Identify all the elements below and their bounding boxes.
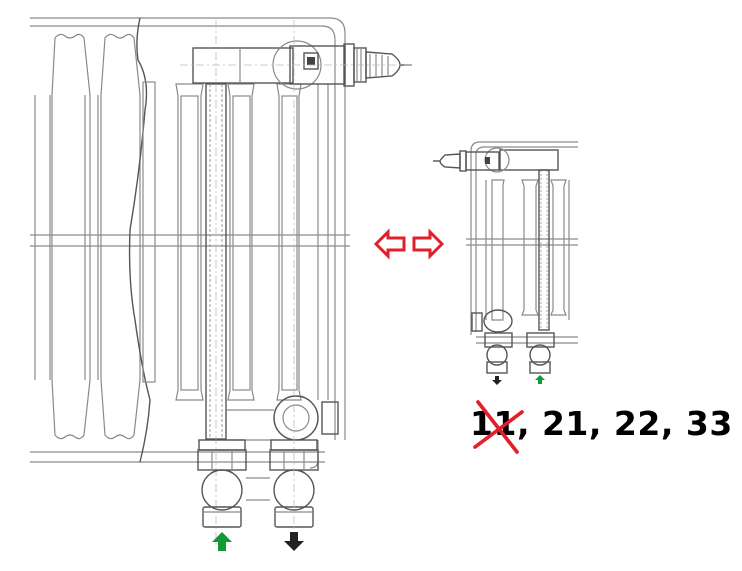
large-radiator bbox=[30, 17, 412, 551]
small-outlet-arrow-down-icon bbox=[492, 376, 502, 385]
swap-arrows bbox=[373, 228, 445, 260]
riser-pipe bbox=[205, 20, 227, 545]
inlet-arrow-up-icon bbox=[212, 532, 232, 551]
supported-types: , 21, 22, 33 bbox=[516, 404, 733, 443]
radiator-columns bbox=[175, 83, 329, 401]
bottom-valve-block bbox=[197, 20, 319, 545]
struck-type: 11 bbox=[470, 404, 517, 443]
arrow-right-icon bbox=[412, 228, 445, 260]
arrow-left-icon bbox=[373, 228, 406, 260]
outlet-arrow-down-icon bbox=[284, 532, 304, 551]
small-radiator bbox=[433, 141, 578, 385]
return-fitting bbox=[226, 395, 339, 469]
small-inlet-arrow-up-icon bbox=[535, 375, 545, 384]
radiator-types-label: 11, 21, 22, 33 bbox=[470, 404, 733, 443]
thermostatic-valve bbox=[180, 40, 412, 90]
